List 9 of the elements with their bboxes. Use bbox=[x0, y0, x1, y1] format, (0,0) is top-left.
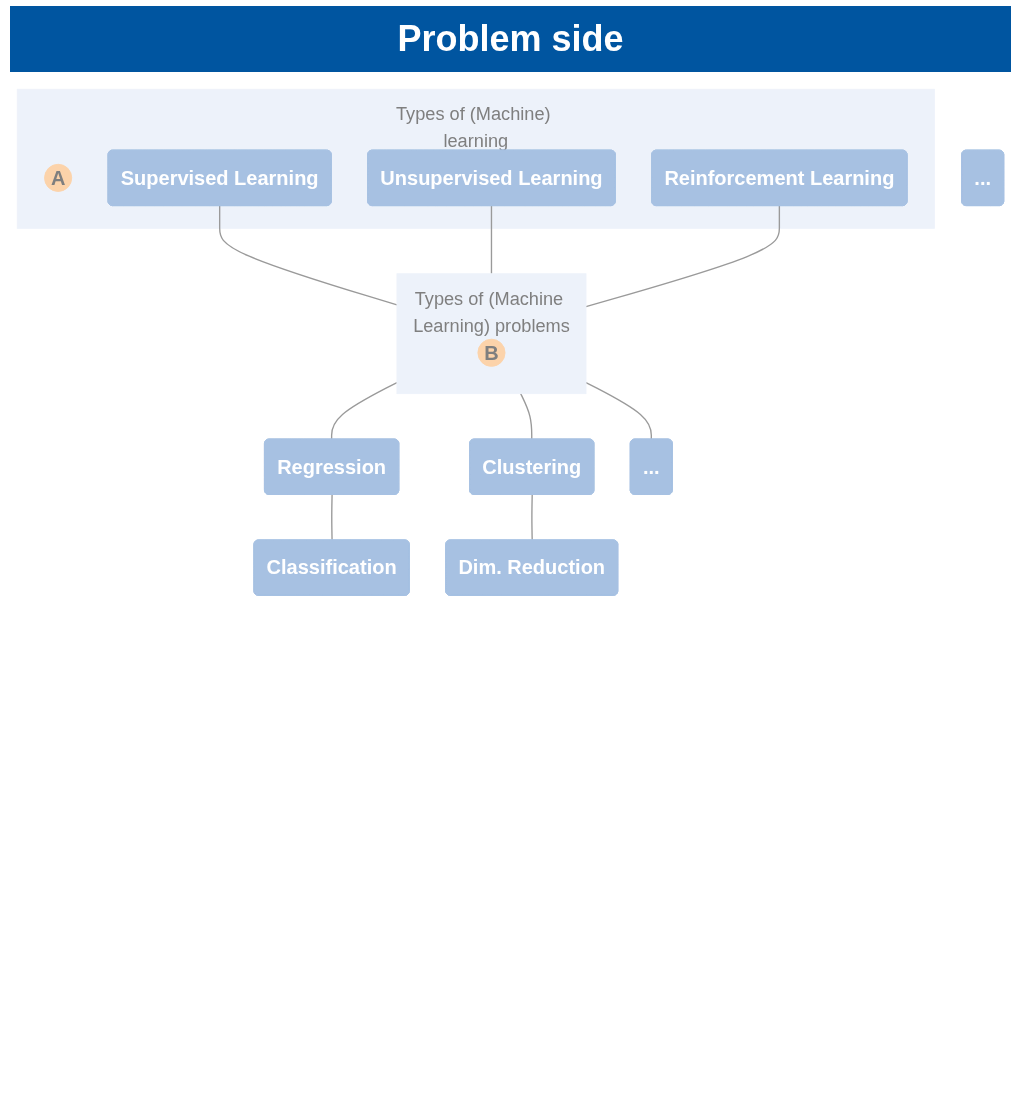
node-circle: B bbox=[477, 338, 506, 367]
connector bbox=[585, 204, 781, 308]
connector bbox=[585, 381, 652, 440]
connector bbox=[520, 392, 533, 440]
title-banner: Problem side bbox=[10, 6, 1011, 72]
connector bbox=[490, 204, 493, 275]
connector bbox=[219, 204, 398, 306]
node-circle: A bbox=[44, 163, 73, 192]
connector bbox=[330, 381, 398, 440]
